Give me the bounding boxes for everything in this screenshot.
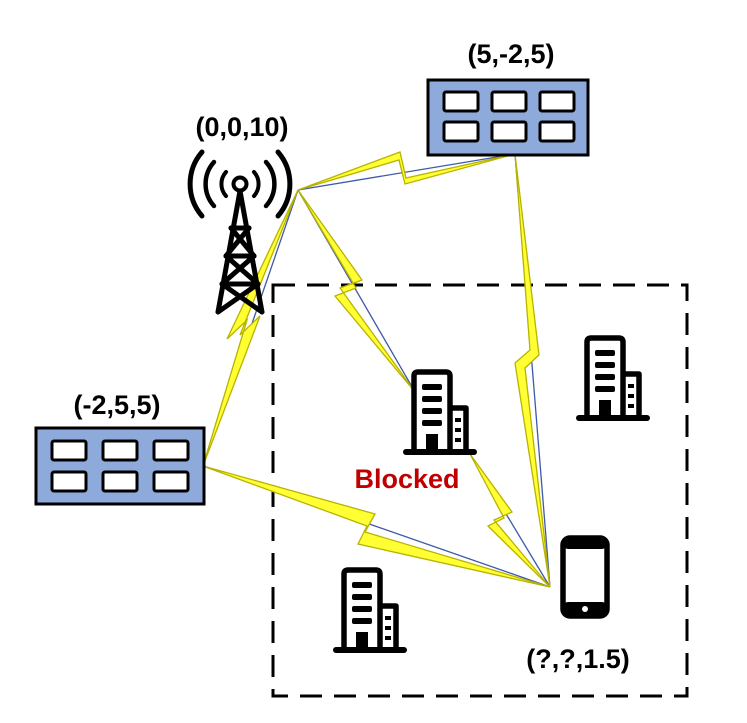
signal-bolts — [202, 151, 551, 588]
signal-links — [202, 153, 551, 588]
ris-panel-icon — [426, 78, 590, 157]
blocked-label: Blocked — [354, 464, 459, 494]
building-icon — [579, 338, 647, 418]
phone-coordinate-label: (?,?,1.5) — [526, 644, 630, 674]
bolt-blocked-phone — [469, 453, 551, 588]
ris-left-coordinate-label: (-2,5,5) — [73, 390, 160, 420]
building-icon — [336, 570, 404, 650]
link-tower-ris-top — [297, 153, 516, 191]
ris-top-coordinate-label: (5,-2,5) — [467, 39, 554, 69]
tower-coordinate-label: (0,0,10) — [195, 112, 288, 142]
building-icon — [406, 372, 474, 452]
ris-panel-icon — [34, 426, 206, 506]
cell-tower-icon — [187, 149, 293, 315]
smartphone-icon — [560, 535, 610, 619]
